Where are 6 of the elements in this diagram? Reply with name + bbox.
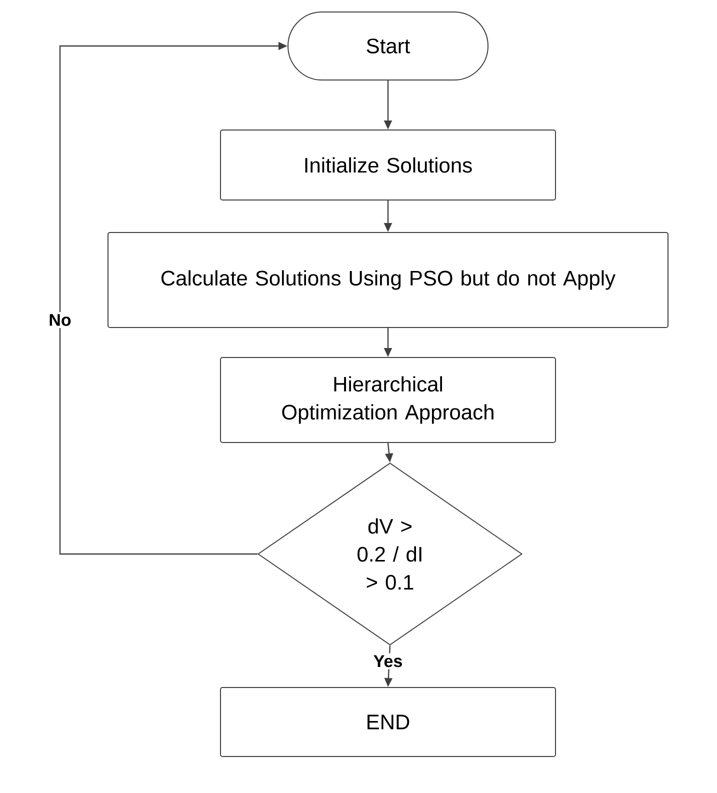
- process-box: END: [220, 687, 556, 757]
- process-box: Hierarchical Optimization Approach: [220, 357, 556, 443]
- process-box: Calculate Solutions Using PSO but do not Apply: [108, 232, 668, 328]
- process-box: Initialize Solutions: [220, 130, 556, 200]
- edge-label: No: [46, 312, 74, 328]
- edge-label: Yes: [371, 653, 405, 670]
